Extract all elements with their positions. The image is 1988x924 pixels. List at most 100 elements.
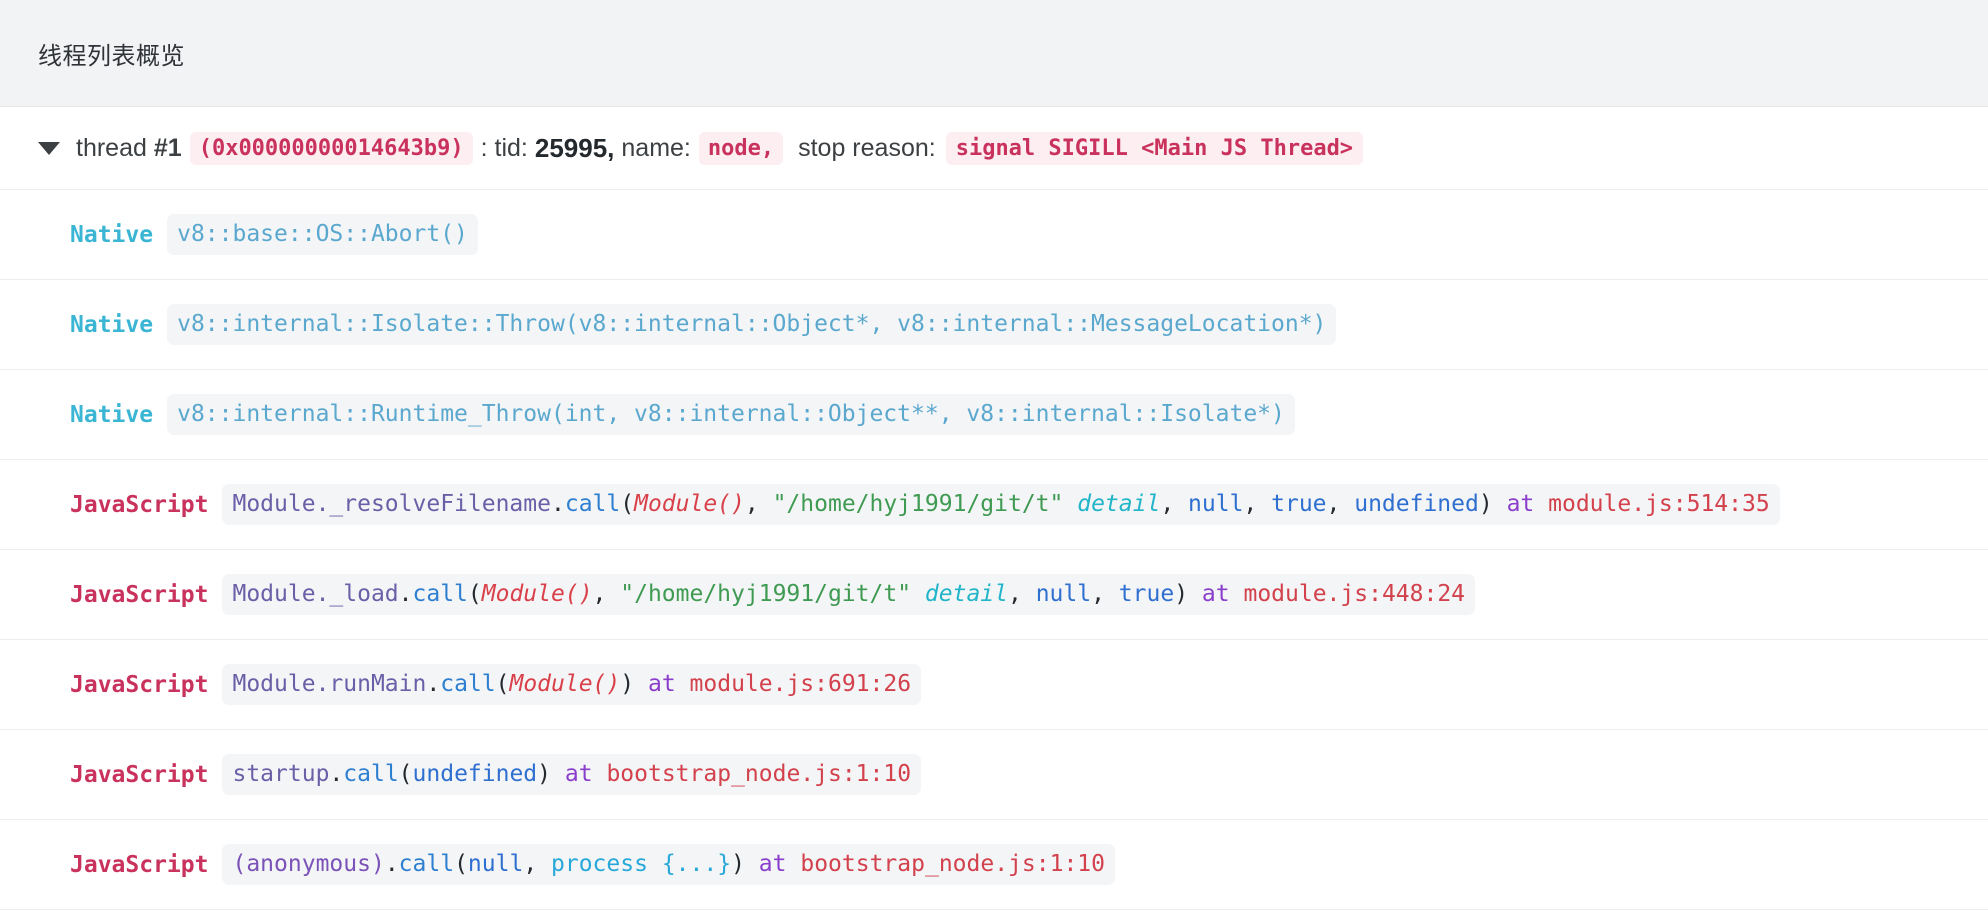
code-token: module.js:448:24 [1243,580,1466,607]
thread-name-value: node, [698,131,784,165]
stack-frame-row[interactable]: JavaScript Module._load.call(Module(), "/… [0,550,1988,640]
frame-kind-label: JavaScript [70,581,209,608]
code-token [786,851,800,877]
code-token [634,671,648,697]
code-token: process [551,850,648,877]
frame-code: v8::base::OS::Abort() [167,213,478,256]
thread-label: thread [76,133,147,162]
code-token [676,671,690,697]
code-token: . [384,850,399,877]
thread-header-row[interactable]: thread #1 (0x00000000014643b9) : tid: 25… [0,107,1988,190]
code-token: null [1035,580,1092,607]
code-token: . [329,760,344,787]
code-token: v8::internal::Runtime_Throw(int, v8::int… [177,400,1285,427]
frame-code: Module._load.call(Module(), "/home/hyj19… [222,573,1476,616]
thread-address: (0x00000000014643b9) [189,131,473,165]
stop-reason-value: signal SIGILL <Main JS Thread> [945,131,1364,165]
code-token: ) [537,760,552,787]
stack-frame-row[interactable]: Native v8::internal::Runtime_Throw(int, v… [0,370,1988,460]
page-title: 线程列表概览 [38,42,185,70]
stack-frame-list: thread #1 (0x00000000014643b9) : tid: 25… [0,107,1988,924]
code-token: , [1008,580,1036,607]
code-token: module.js:514:35 [1548,490,1770,517]
code-token [1063,491,1077,517]
code-token: at [647,670,676,697]
code-token: "/home/hyj1991/git/t" [620,580,912,607]
code-token: Module._resolveFilename [232,490,551,517]
code-token: , [1091,580,1119,607]
frame-kind-label: JavaScript [70,671,209,698]
code-token: call [398,850,455,877]
code-token: ) [1478,490,1493,517]
code-token: undefined [1354,490,1479,517]
code-token: , [744,490,773,517]
code-token: Module() [634,490,745,517]
code-token: , [523,850,552,877]
code-token: ( [454,850,468,877]
code-token: . [550,490,565,517]
code-token: , [1243,490,1272,517]
thread-tid-label: : tid: [480,133,528,162]
code-token: {...} [661,850,732,877]
code-token: at [1201,580,1230,607]
frame-kind-label: JavaScript [70,851,209,878]
code-token: Module() [481,580,593,607]
thread-name-label: name: [621,133,691,162]
frame-code: v8::internal::Isolate::Throw(v8::interna… [167,303,1337,346]
code-token: ( [398,760,413,787]
stack-frame-row[interactable]: JavaScript Module._resolveFilename.call(M… [0,460,1988,550]
panel-header: 线程列表概览 [0,0,1988,107]
code-token: ( [620,490,635,517]
thread-summary: thread #1 (0x00000000014643b9) : tid: 25… [76,131,1364,165]
code-token: bootstrap_node.js:1:10 [606,760,912,787]
frame-kind-label: Native [70,311,154,338]
code-token [911,581,925,607]
code-token: , [592,580,621,607]
thread-number: #1 [153,133,182,162]
code-token: "/home/hyj1991/git/t" [772,490,1064,517]
code-token: module.js:691:26 [689,670,912,697]
code-token: bootstrap_node.js:1:10 [800,850,1105,877]
code-token [1230,581,1244,607]
code-token: detail [1077,490,1161,517]
code-token: ( [495,670,510,697]
code-token: at [564,760,593,787]
code-token: Module() [509,670,621,697]
code-token [745,851,759,877]
code-token: null [1188,490,1244,517]
stack-frame-row[interactable]: JavaScript (anonymous).call(null, process… [0,820,1988,910]
stack-frame-row[interactable]: Native v8::internal::Isolate::Throw(v8::i… [0,280,1988,370]
code-token: (anonymous) [232,850,385,877]
code-token [1188,581,1202,607]
code-token: . [426,670,441,697]
code-token [1534,491,1548,517]
chevron-down-icon[interactable] [38,141,60,155]
code-token: undefined [412,760,538,787]
frame-kind-label: JavaScript [70,491,209,518]
code-token: true [1271,490,1327,517]
stack-frame-row[interactable]: JavaScript startup.call(undefined) at boo… [0,730,1988,820]
code-token: ( [467,580,482,607]
code-token [593,761,607,787]
thread-tid-value: 25995, [534,132,615,163]
frame-code: (anonymous).call(null, process {...}) at… [222,843,1115,886]
code-token: , [1326,490,1355,517]
code-token: at [1506,490,1535,517]
frame-code: startup.call(undefined) at bootstrap_nod… [222,753,922,796]
code-token: ) [1174,580,1189,607]
code-token: null [467,850,524,877]
code-token [551,761,565,787]
code-token: detail [924,580,1008,607]
frame-kind-label: JavaScript [70,761,209,788]
code-token [1493,491,1507,517]
code-token: call [564,490,621,517]
frame-code: v8::internal::Runtime_Throw(int, v8::int… [167,393,1295,436]
code-token [648,851,662,877]
code-token: call [440,670,496,697]
frame-kind-label: Native [70,401,154,428]
code-token: startup [232,760,330,787]
